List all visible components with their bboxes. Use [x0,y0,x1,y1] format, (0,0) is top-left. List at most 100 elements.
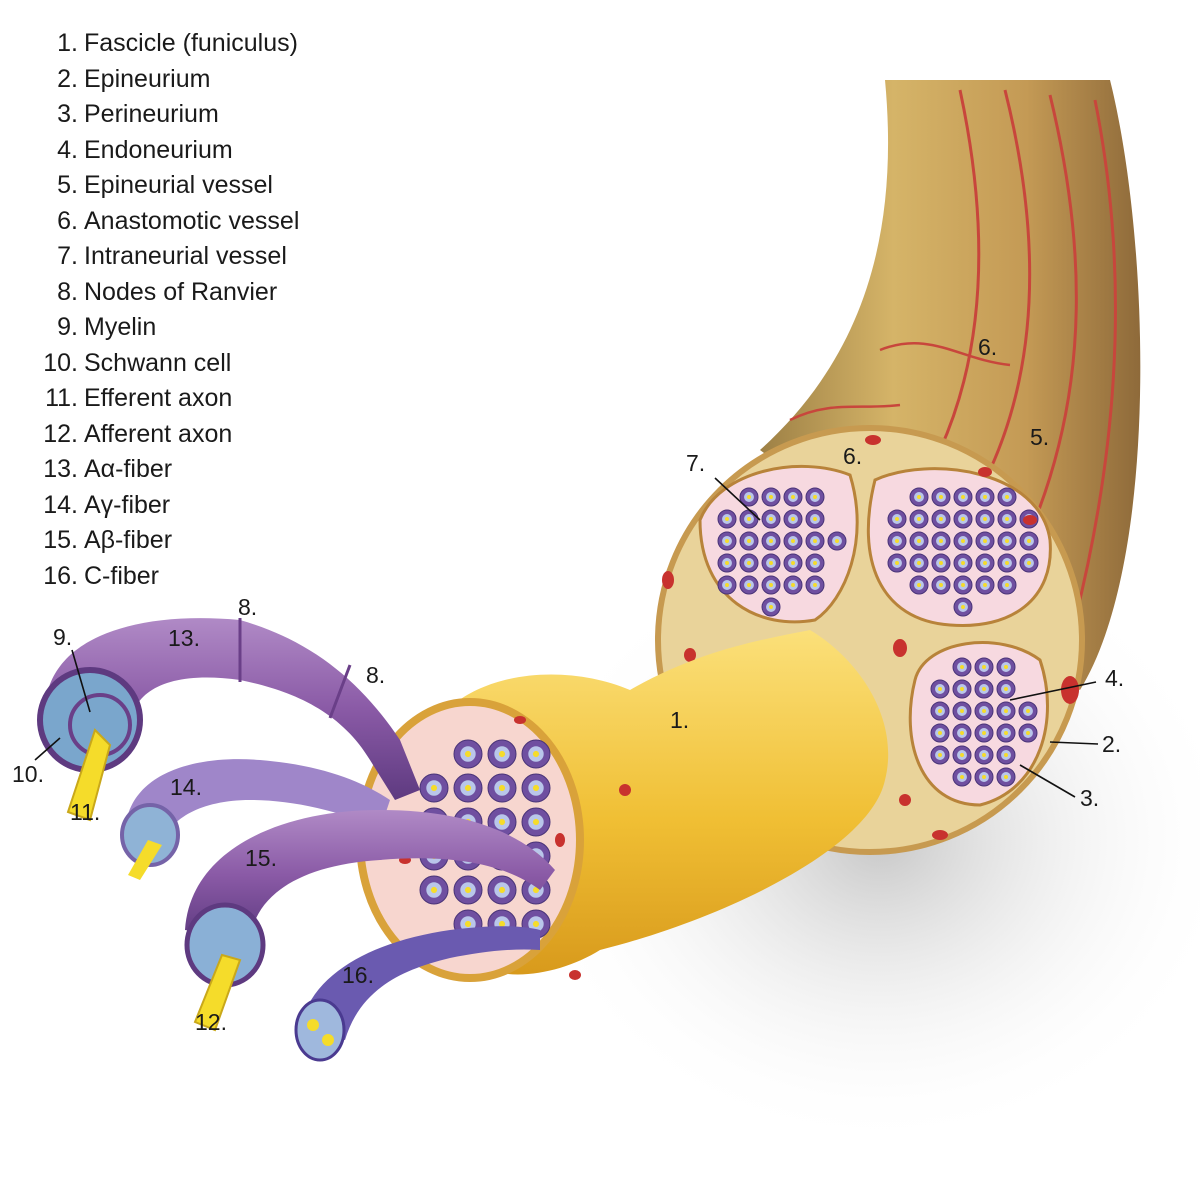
legend-item: 4.Endoneurium [30,133,299,169]
fiber-axon [982,709,986,713]
fiber-axon [498,750,506,758]
fiber-axon [1027,539,1031,543]
fiber-axon [1004,753,1008,757]
legend-label: Epineurial vessel [84,171,273,199]
legend-label: Efferent axon [84,384,233,412]
legend-number: 15. [43,526,78,554]
fiber-axon [769,539,773,543]
legend-item: 6.Anastomotic vessel [30,204,299,240]
legend-number: 16. [43,561,78,590]
fiber-axon [769,517,773,521]
efferent-axon [66,728,112,822]
fiber-axon [939,495,943,499]
fiber-axon [983,583,987,587]
fiber-axon [1004,709,1008,713]
fiber-axon [791,561,795,565]
legend-label: Endoneurium [84,135,233,164]
legend-item: 13.Aα-fiber [30,452,299,488]
fiber-axon [895,561,899,565]
fiber-axon [813,539,817,543]
legend-number: 12. [43,419,78,448]
callout-a-alpha: 13. [168,625,200,651]
callout-intraneurial-vessel: 7. [686,450,705,476]
fiber-axon [1027,561,1031,565]
legend-number: 6. [57,206,78,235]
fiber-axon [1005,583,1009,587]
fiber-axon [939,561,943,565]
callout-epineurial-vessel: 5. [1030,424,1049,450]
callout-node-b: 8. [366,662,385,688]
fiber-axon [747,583,751,587]
fiber-axon [430,886,438,894]
fiber-axon [939,583,943,587]
fiber-axon [982,687,986,691]
legend-item: 10.Schwann cell [30,346,299,382]
fiber-axon [982,753,986,757]
fiber-axon [939,517,943,521]
fiber-axon [464,920,472,928]
callout-myelin: 9. [53,624,72,650]
fiber-axon [769,605,773,609]
fiber-axon [532,784,540,792]
fiber-axon [983,495,987,499]
fiber-axon [938,687,942,691]
fiber-axon [464,784,472,792]
callout-c-fiber: 16. [342,962,374,988]
callout-fascicle: 1. [670,707,689,733]
legend-item: 8.Nodes of Ranvier [30,275,299,311]
callout-afferent-axon: 12. [195,1009,227,1035]
fiber-axon [532,818,540,826]
fiber-axon [917,517,921,521]
fiber-axon [791,495,795,499]
fiber-axon [982,731,986,735]
legend-number: 2. [57,64,78,93]
c-fiber-axon [322,1034,334,1046]
callout-anastomotic-vessel-top: 6. [978,334,997,360]
fiber-axon [1026,731,1030,735]
fiber-axon [983,561,987,565]
callout-perineurium: 3. [1080,785,1099,811]
fiber-axon [960,753,964,757]
callout-anastomotic-vessel-section: 6. [843,443,862,469]
fiber-axon [961,539,965,543]
callout-efferent-axon: 11. [70,799,100,825]
fiber-axon [791,583,795,587]
fiber-axon [1005,495,1009,499]
fiber-axon [498,784,506,792]
fiber-axon [747,495,751,499]
fiber-axon [725,583,729,587]
fiber-axon [1004,731,1008,735]
fiber-axon [961,583,965,587]
fiber-axon [747,517,751,521]
legend-label: Schwann cell [84,348,232,377]
fiber-axon [769,495,773,499]
legend-item: 3.Perineurium [30,97,299,133]
fiber-axon [464,886,472,894]
epineurial-vessels [789,89,1117,621]
fiber-axon [961,561,965,565]
fiber-axon [813,495,817,499]
fiber-axon [1004,775,1008,779]
fiber-axon [960,709,964,713]
fiber-axon [960,687,964,691]
legend-number: 4. [57,135,78,164]
a-gamma-axon [128,840,162,880]
fiber-axon [498,886,506,894]
legend-label: Epineurium [84,64,211,93]
fiber-axon [1005,517,1009,521]
callout-node-a: 8. [238,594,257,620]
callouts: 1. 2. 3. 4. 5. 6. 6. 7. 8. 8. 9. 10. 11.… [12,334,1124,1035]
fiber-axon [938,731,942,735]
legend-number: 7. [57,242,78,270]
fiber-axon [769,561,773,565]
fiber-axon [725,561,729,565]
legend-label: Aβ-fiber [84,526,173,554]
legend-number: 10. [43,348,78,377]
callout-epineurium: 2. [1102,731,1121,757]
fiber-axon [1005,539,1009,543]
fiber-axon [938,709,942,713]
fiber-axon [917,583,921,587]
fiber-axon [532,750,540,758]
legend-item: 14.Aγ-fiber [30,488,299,524]
